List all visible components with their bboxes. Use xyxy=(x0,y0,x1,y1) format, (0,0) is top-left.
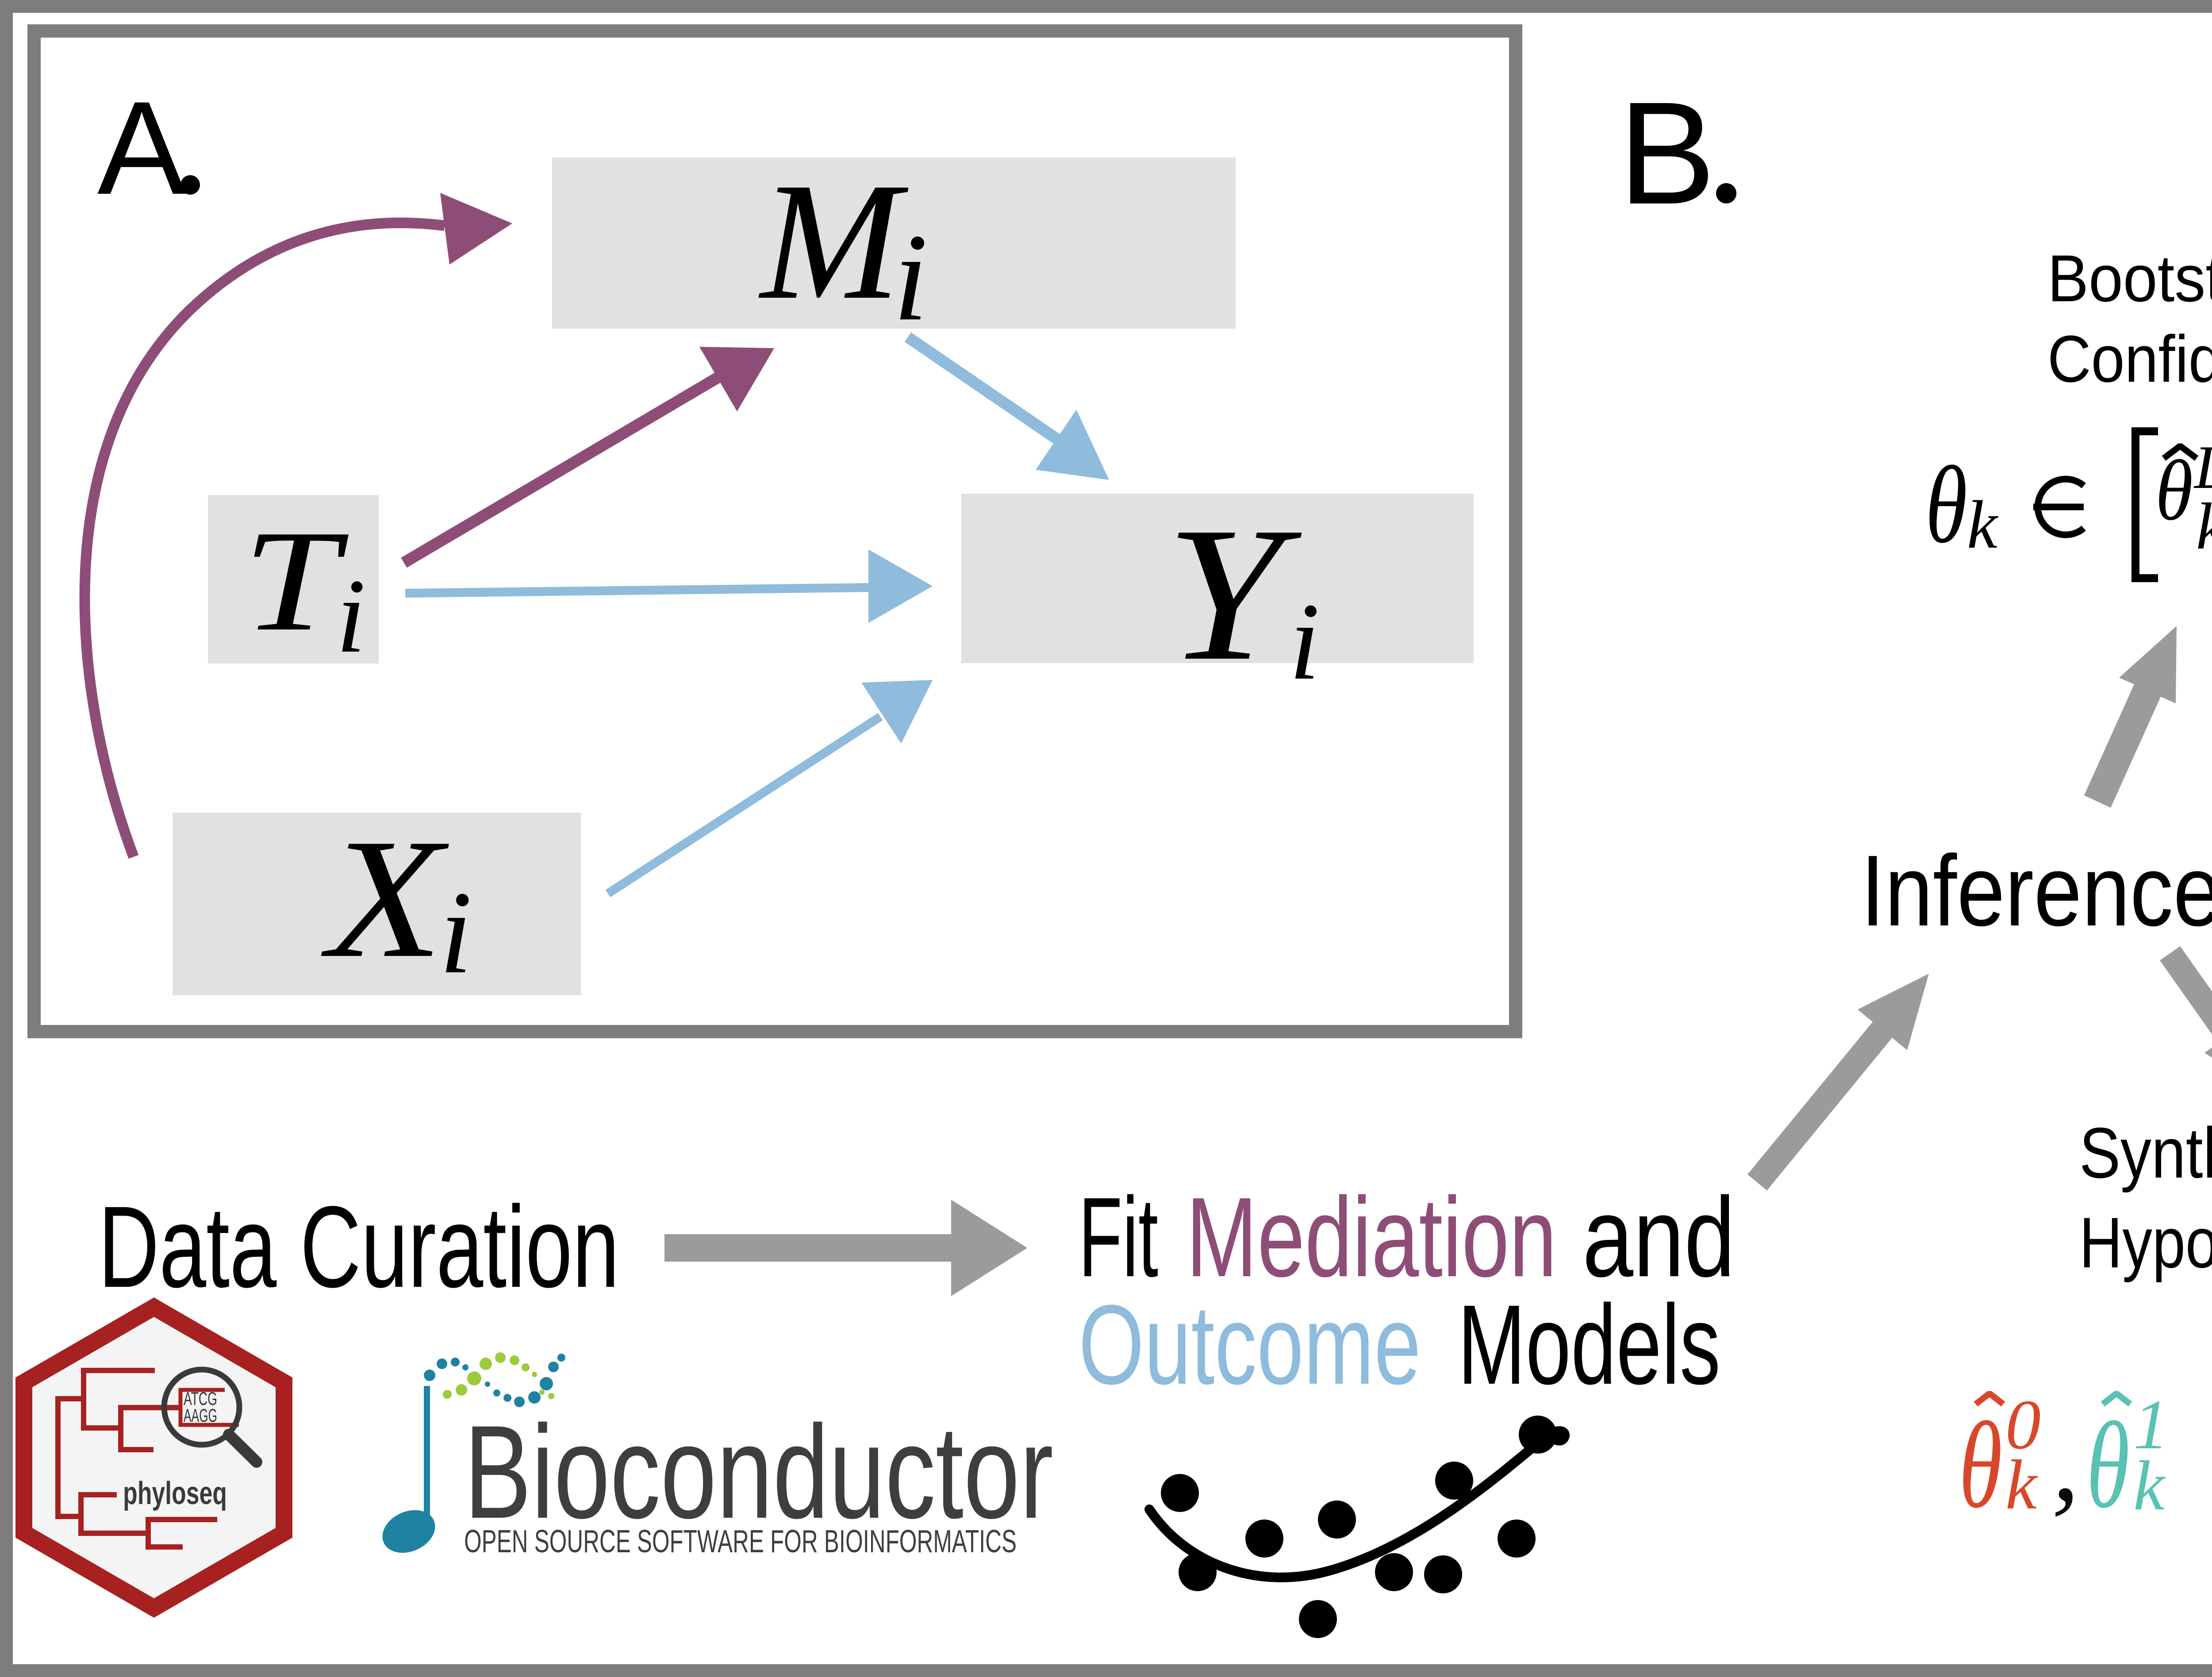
svg-text:,: , xyxy=(2052,1401,2080,1524)
svg-text:k: k xyxy=(1967,487,1999,563)
svg-text:Models: Models xyxy=(1458,1282,1720,1408)
svg-text:Fit: Fit xyxy=(1079,1174,1158,1301)
svg-text:phyloseq: phyloseq xyxy=(123,1476,227,1511)
svg-text:L: L xyxy=(2193,433,2212,502)
svg-text:Data Curation: Data Curation xyxy=(98,1182,619,1312)
svg-text:AAGG: AAGG xyxy=(184,1405,217,1426)
svg-text:Mediation: Mediation xyxy=(1186,1174,1557,1301)
svg-text:Inference: Inference xyxy=(1861,835,2212,947)
svg-text:1: 1 xyxy=(2133,1385,2169,1464)
svg-text:θ: θ xyxy=(2155,443,2193,538)
svg-text:i: i xyxy=(893,208,928,347)
svg-text:i: i xyxy=(336,557,366,675)
svg-text:B: B xyxy=(1618,71,1716,234)
svg-text:i: i xyxy=(439,867,472,998)
svg-text:A: A xyxy=(97,73,187,222)
svg-text:Y: Y xyxy=(1166,487,1304,701)
svg-text:and: and xyxy=(1582,1174,1735,1301)
svg-text:θ: θ xyxy=(1925,444,1967,566)
svg-text:k: k xyxy=(2196,490,2212,563)
svg-text:0: 0 xyxy=(2005,1385,2041,1464)
svg-text:Outcome: Outcome xyxy=(1079,1282,1421,1408)
svg-text:OPEN SOURCE SOFTWARE FOR BIOIN: OPEN SOURCE SOFTWARE FOR BIOINFORMATICS xyxy=(464,1524,1017,1559)
svg-text:X: X xyxy=(319,803,451,993)
svg-text:T: T xyxy=(243,500,350,661)
svg-text:Confidence Intervals: Confidence Intervals xyxy=(2047,322,2212,396)
svg-text:k: k xyxy=(2005,1445,2038,1524)
svg-text:Hypothesis Testing: Hypothesis Testing xyxy=(2079,1203,2212,1283)
svg-text:θ: θ xyxy=(1959,1396,2002,1534)
svg-text:k: k xyxy=(2133,1446,2166,1525)
svg-text:Synthetic Null: Synthetic Null xyxy=(2079,1113,2212,1193)
svg-text:θ: θ xyxy=(2086,1396,2130,1534)
svg-text:ATCG: ATCG xyxy=(184,1388,217,1409)
svg-text:Bootstrap: Bootstrap xyxy=(2047,241,2212,315)
svg-text:M: M xyxy=(758,148,910,334)
svg-text:i: i xyxy=(1289,580,1320,703)
svg-text:Bioconductor: Bioconductor xyxy=(464,1397,1053,1546)
